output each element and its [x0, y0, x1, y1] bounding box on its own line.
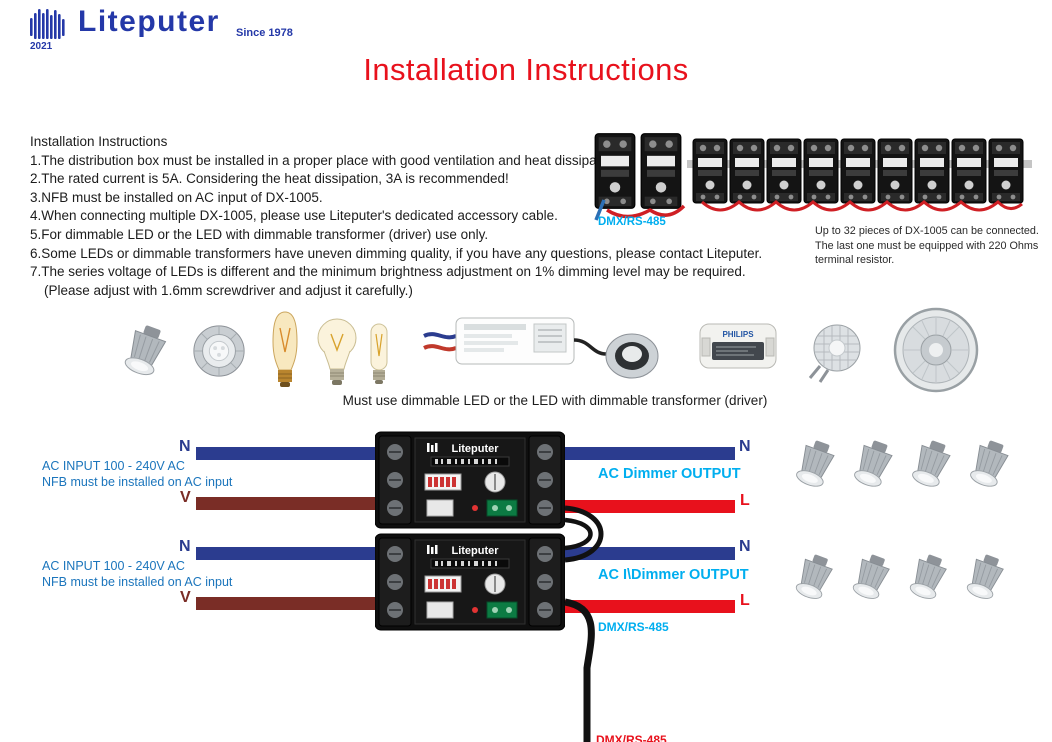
l-output-label-1: L: [740, 492, 750, 509]
ac-input-annotation-1: AC INPUT 100 - 240V AC NFB must be insta…: [42, 459, 232, 490]
load-spotlight: [904, 438, 956, 498]
instruction-item: 6.Some LEDs or dimmable transformers hav…: [30, 245, 763, 261]
dmx-bus-label: DMX/RS-485: [598, 216, 666, 228]
logo-year-text: 2021: [30, 41, 53, 50]
ac-output-n-wire-2: [562, 547, 735, 560]
n-output-label-1: N: [739, 438, 751, 455]
ac-output-l-wire-1: [562, 500, 735, 513]
instruction-item: 3.NFB must be installed on AC input of D…: [30, 189, 323, 205]
dmx-accessory-cables: [564, 505, 604, 742]
ac-input-n-wire-1: [196, 447, 378, 460]
instruction-item: 7.The series voltage of LEDs is differen…: [30, 264, 746, 280]
ac-dimmer-output-label-1: AC Dimmer OUTPUT: [598, 466, 741, 482]
n-input-label-1: N: [179, 438, 191, 455]
ac-output-l-wire-2: [562, 600, 735, 613]
load-spotlight: [788, 438, 840, 498]
v-input-label-1: V: [180, 489, 191, 506]
led-spotlight-angled-icon: [116, 324, 172, 386]
ac-input-n-wire-2: [196, 547, 378, 560]
instruction-item: (Please adjust with 1.6mm screwdriver an…: [44, 282, 413, 298]
led-spotlight-front-icon: [190, 322, 248, 380]
load-spotlight: [788, 552, 838, 610]
philips-label: PHILIPS: [722, 330, 754, 339]
l-output-label-2: L: [740, 592, 750, 609]
v-input-label-2: V: [180, 589, 191, 606]
ac-dimmer-output-label-2: AC I\Dimmer OUTPUT: [598, 567, 749, 583]
instruction-item: 1.The distribution box must be installed…: [30, 152, 623, 168]
ac-output-n-wire-1: [562, 447, 735, 460]
n-output-label-2: N: [739, 538, 751, 555]
philips-transformer-icon: PHILIPS: [699, 323, 777, 369]
dmx-cable-label-bottom: DMX/RS-485: [596, 733, 667, 742]
instruction-item: 4.When connecting multiple DX-1005, plea…: [30, 208, 558, 224]
load-spotlight: [959, 552, 1009, 610]
page-title: Installation Instructions: [363, 52, 689, 87]
ac-input-v-wire-1: [196, 497, 378, 510]
daisy-chain-red-wiring: [701, 199, 1023, 212]
logo-since-text: Since 1978: [236, 27, 293, 39]
instruction-item: 5.For dimmable LED or the LED with dimma…: [30, 226, 489, 242]
tubular-filament-bulb-icon: [370, 323, 388, 384]
load-spotlight: [846, 438, 898, 498]
load-spotlight: [962, 438, 1014, 498]
instructions-heading: Installation Instructions: [30, 134, 168, 149]
daisy-chain-red-wire-left: [606, 204, 686, 219]
nfb-note-label: NFB must be installed on AC input: [42, 574, 233, 589]
load-spotlight: [845, 552, 895, 610]
ac-input-v-wire-2: [196, 597, 378, 610]
daisy-chain-photo: [594, 133, 1032, 221]
note-line: terminal resistor.: [815, 254, 895, 266]
daisy-chain-bus-cable: [594, 199, 606, 221]
ac-input-voltage-label: AC INPUT 100 - 240V AC: [42, 559, 185, 573]
n-input-label-2: N: [179, 538, 191, 555]
led-driver-and-downlight-icon: [423, 317, 659, 379]
ac-input-voltage-label: AC INPUT 100 - 240V AC: [42, 459, 185, 473]
instructions-block: Installation Instructions 1.The distribu…: [30, 133, 763, 300]
nfb-note-label: NFB must be installed on AC input: [42, 474, 233, 489]
load-spotlight: [902, 552, 952, 610]
logo-bars-icon: 2021: [30, 9, 65, 50]
ac-input-annotation-2: AC INPUT 100 - 240V AC NFB must be insta…: [42, 559, 232, 590]
note-line: Up to 32 pieces of DX-1005 can be connec…: [815, 225, 1039, 237]
par-lamp-icon: [893, 307, 979, 393]
edison-filament-bulb-icon: [272, 311, 298, 387]
daisy-chain-note: Up to 32 pieces of DX-1005 can be connec…: [815, 224, 1039, 268]
mr16-halogen-lamp-icon: [808, 324, 861, 383]
note-line: The last one must be equipped with 220 O…: [815, 239, 1039, 252]
logo-brand-text: Liteputer: [78, 5, 220, 38]
instruction-item: 2.The rated current is 5A. Considering t…: [30, 171, 509, 187]
dmx-cable-label: DMX/RS-485: [598, 620, 669, 634]
lamp-caption: Must use dimmable LED or the LED with di…: [342, 393, 768, 408]
filament-bulb-icon: [317, 318, 357, 385]
